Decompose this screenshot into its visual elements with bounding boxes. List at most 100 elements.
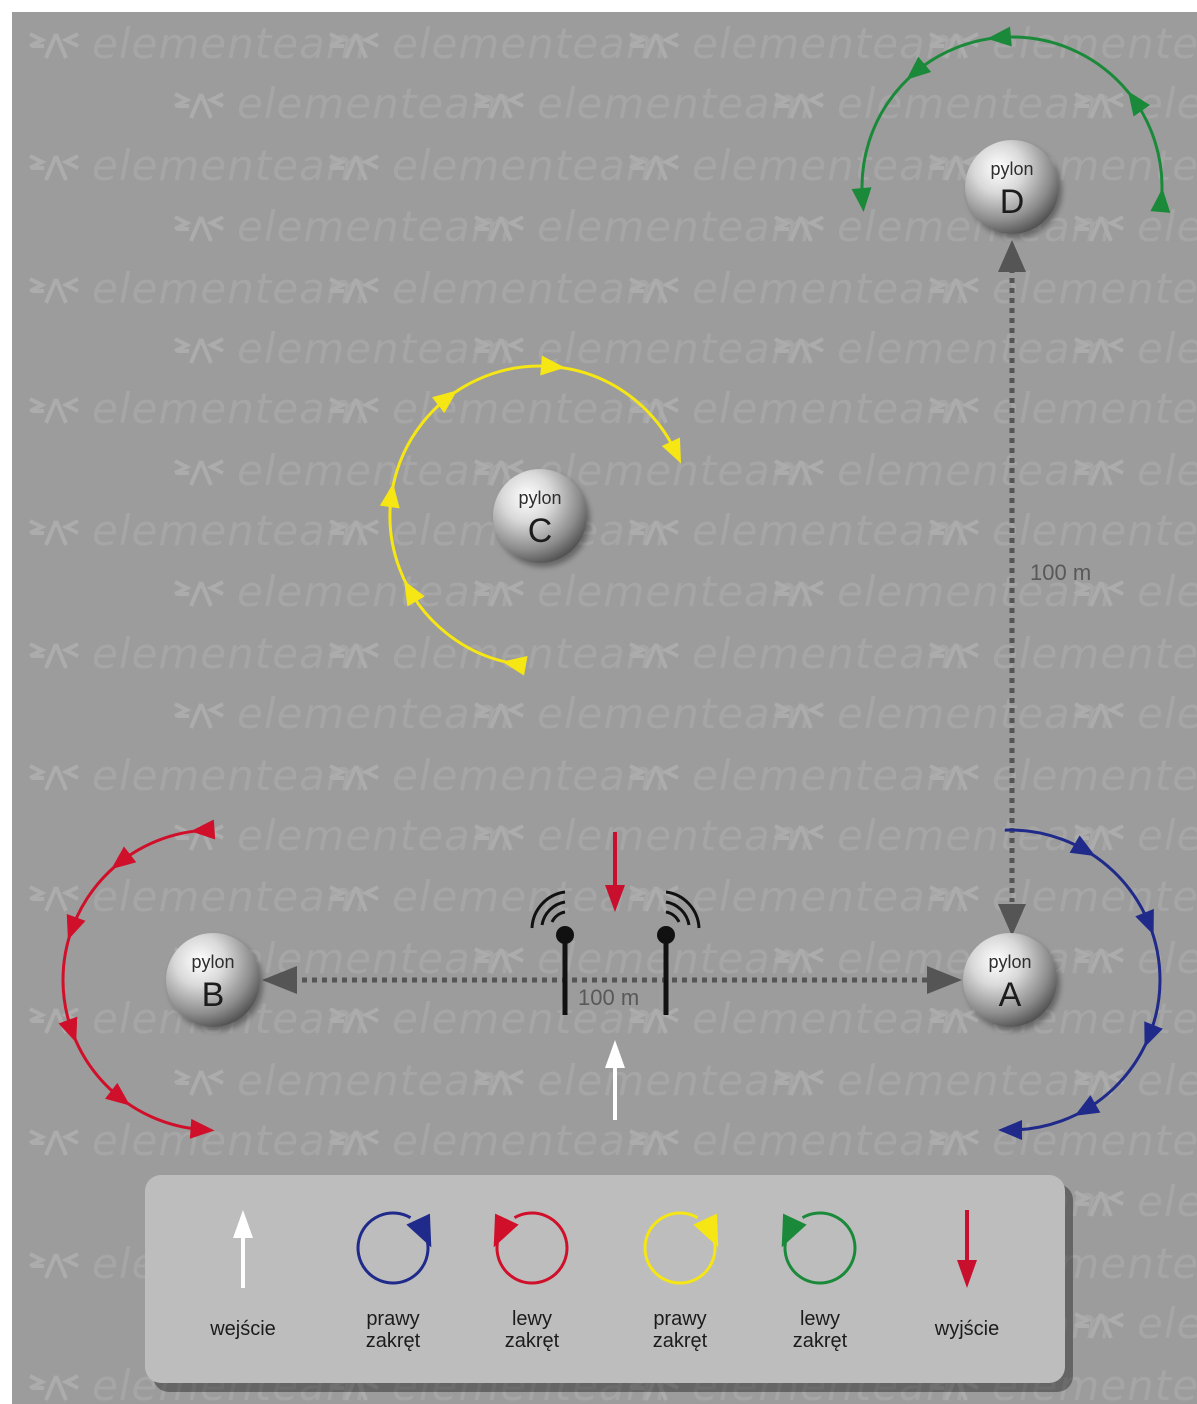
arc-arrowhead-icon <box>190 819 216 840</box>
pylon-sphere-icon <box>965 140 1059 234</box>
watermark-text: elementeam <box>1137 1299 1197 1348</box>
exit-arrow-icon <box>605 832 625 912</box>
entry-arrow-icon <box>605 1040 625 1120</box>
watermark-text: elementeam <box>1137 689 1197 738</box>
watermark-text: elementeam <box>1137 446 1197 495</box>
watermark-text: elementeam <box>992 506 1197 555</box>
watermark-logo: elementeam <box>774 79 1112 128</box>
arc-arrowhead-icon <box>851 187 872 213</box>
watermark-logo: elementeam <box>929 506 1197 555</box>
watermark-logo: elementeam <box>29 19 368 68</box>
watermark-text: elementeam <box>837 689 1113 738</box>
watermark-text: elementeam <box>237 811 513 860</box>
watermark-text: elementeam <box>92 19 368 68</box>
arc-arrowhead-icon <box>998 1120 1022 1140</box>
watermark-text: elementeam <box>1137 324 1197 373</box>
legend-label: zakręt <box>793 1330 848 1352</box>
watermark-text: elementeam <box>92 141 368 190</box>
watermark-text: elementeam <box>537 934 813 983</box>
watermark-text: elementeam <box>992 872 1197 921</box>
arrowhead-right-icon <box>927 966 962 994</box>
watermark-logo: elementeam <box>474 324 812 373</box>
watermark-text: elementeam <box>692 1116 968 1165</box>
watermark-text: elementeam <box>692 384 968 433</box>
watermark-text: elementeam <box>537 689 813 738</box>
pylon-caption: pylon <box>990 159 1033 179</box>
watermark-logo: elementeam <box>474 202 813 251</box>
watermark-text: elementeam <box>537 202 813 251</box>
right-turn-arc-pylon-a <box>998 828 1163 1140</box>
watermark-logo: elementeam <box>1074 689 1197 738</box>
watermark-text: elementeam <box>837 567 1113 616</box>
arrowhead-up-icon <box>998 240 1026 272</box>
watermark-text: elementeam <box>237 1056 513 1105</box>
watermark-logo: elementeam <box>329 994 668 1043</box>
arc-arrowhead-icon <box>661 437 682 464</box>
watermark-text: elementeam <box>692 872 968 921</box>
pylon-letter: D <box>1000 183 1025 221</box>
watermark-text: elementeam <box>92 506 368 555</box>
watermark-logo: elementeam <box>174 567 512 616</box>
arrowhead-left-icon <box>262 966 297 994</box>
watermark-text: elementeam <box>392 1116 668 1165</box>
clockwise-blue-icon <box>356 1211 432 1285</box>
watermark-text: elementeam <box>692 19 968 68</box>
watermark-text: elementeam <box>1137 811 1197 860</box>
watermark-text: elementeam <box>1137 1056 1197 1105</box>
watermark-logo: elementeam <box>174 202 512 251</box>
watermark-text: elementeam <box>392 994 668 1043</box>
watermark-text: elementeam <box>237 324 513 373</box>
watermark-logo: elementeam <box>929 629 1197 678</box>
arc-arrowhead-icon <box>111 846 137 870</box>
pylon-caption: pylon <box>518 488 561 508</box>
arc-arrowhead-icon <box>986 26 1012 47</box>
arc-arrowhead-icon <box>502 655 528 676</box>
arc-arrowhead-icon <box>781 1213 807 1248</box>
watermark-text: elementeam <box>992 384 1197 433</box>
watermark-text: elementeam <box>537 1056 813 1105</box>
pylon-sphere-icon <box>963 933 1057 1027</box>
watermark-text: elementeam <box>1137 567 1197 616</box>
arc-arrowhead-icon <box>1127 91 1150 117</box>
watermark-text: elementeam <box>537 79 813 128</box>
watermark-logo: elementeam <box>629 751 967 800</box>
legend-label: lewy <box>512 1308 552 1330</box>
start-gate <box>530 890 701 1015</box>
watermark-text: elementeam <box>837 1056 1113 1105</box>
legend-label: prawy <box>653 1308 706 1330</box>
watermark-logo: elementeam <box>29 1116 367 1165</box>
watermark-logo: elementeam <box>774 811 1112 860</box>
legend-label: zakręt <box>505 1330 560 1352</box>
pylon-letter: C <box>528 512 553 550</box>
watermark-logo: elementeam <box>629 629 968 678</box>
watermark-text: elementeam <box>537 811 813 860</box>
left-turn-arc-pylon-b <box>58 819 216 1139</box>
watermark-text: elementeam <box>692 994 968 1043</box>
watermark-text: elementeam <box>692 629 968 678</box>
watermark-text: elementeam <box>537 567 813 616</box>
watermark-text: elementeam <box>837 446 1113 495</box>
watermark-text: elementeam <box>392 19 668 68</box>
watermark-text: elementeam <box>992 19 1197 68</box>
watermark-text: elementeam <box>992 629 1197 678</box>
left-turn-arc-pylon-d <box>851 26 1171 213</box>
watermark-logo: elementeam <box>174 1056 513 1105</box>
arrow-up-white-icon <box>233 1210 253 1288</box>
pylon-caption: pylon <box>191 952 234 972</box>
arc-arrowhead-icon <box>105 1082 131 1106</box>
watermark-logo: elementeam <box>929 19 1197 68</box>
antenna-left-icon <box>530 890 574 1015</box>
pylon-caption: pylon <box>988 952 1031 972</box>
watermark-logo: elementeam <box>474 689 813 738</box>
watermark-text: elementeam <box>692 264 968 313</box>
arc-arrowhead-icon <box>1074 1095 1101 1116</box>
watermark-logo: elementeam <box>174 446 512 495</box>
watermark-logo: elementeam <box>774 446 1113 495</box>
watermark-logo: elementeam <box>1074 567 1197 616</box>
watermark-text: elementeam <box>692 506 968 555</box>
watermark-text: elementeam <box>1137 1177 1197 1226</box>
